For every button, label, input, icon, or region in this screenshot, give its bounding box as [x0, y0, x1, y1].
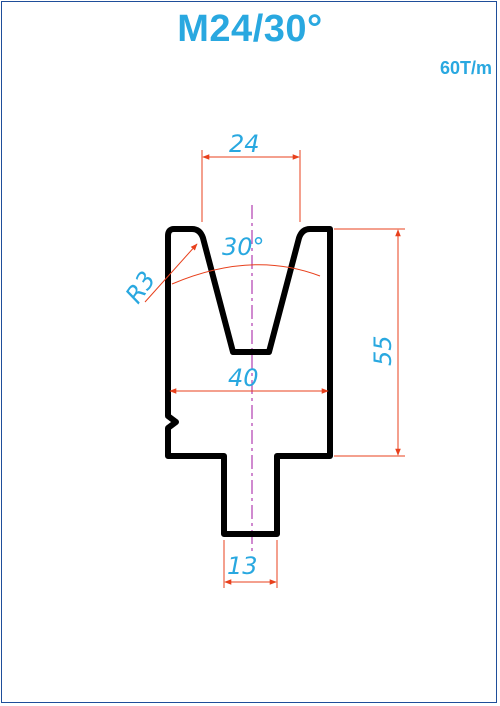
- dimension-radius: R3: [120, 243, 198, 308]
- v-opening-value: 24: [229, 130, 260, 158]
- tang-width-value: 13: [227, 552, 258, 580]
- tonnage-label: 60T/m: [439, 58, 492, 78]
- radius-value: R3: [120, 266, 161, 308]
- height-value: 55: [369, 335, 397, 366]
- width-value: 40: [228, 364, 259, 392]
- die-profile-outline: [165, 226, 333, 537]
- tool-title: M24/30°: [177, 8, 323, 50]
- dimension-v-opening: 24: [201, 130, 301, 222]
- dimension-tang-width: 13: [223, 540, 278, 588]
- dimension-height: 55: [334, 228, 405, 457]
- dimension-width: 40: [169, 364, 329, 394]
- dimension-v-angle: 30°: [171, 233, 321, 285]
- v-angle-value: 30°: [222, 233, 265, 261]
